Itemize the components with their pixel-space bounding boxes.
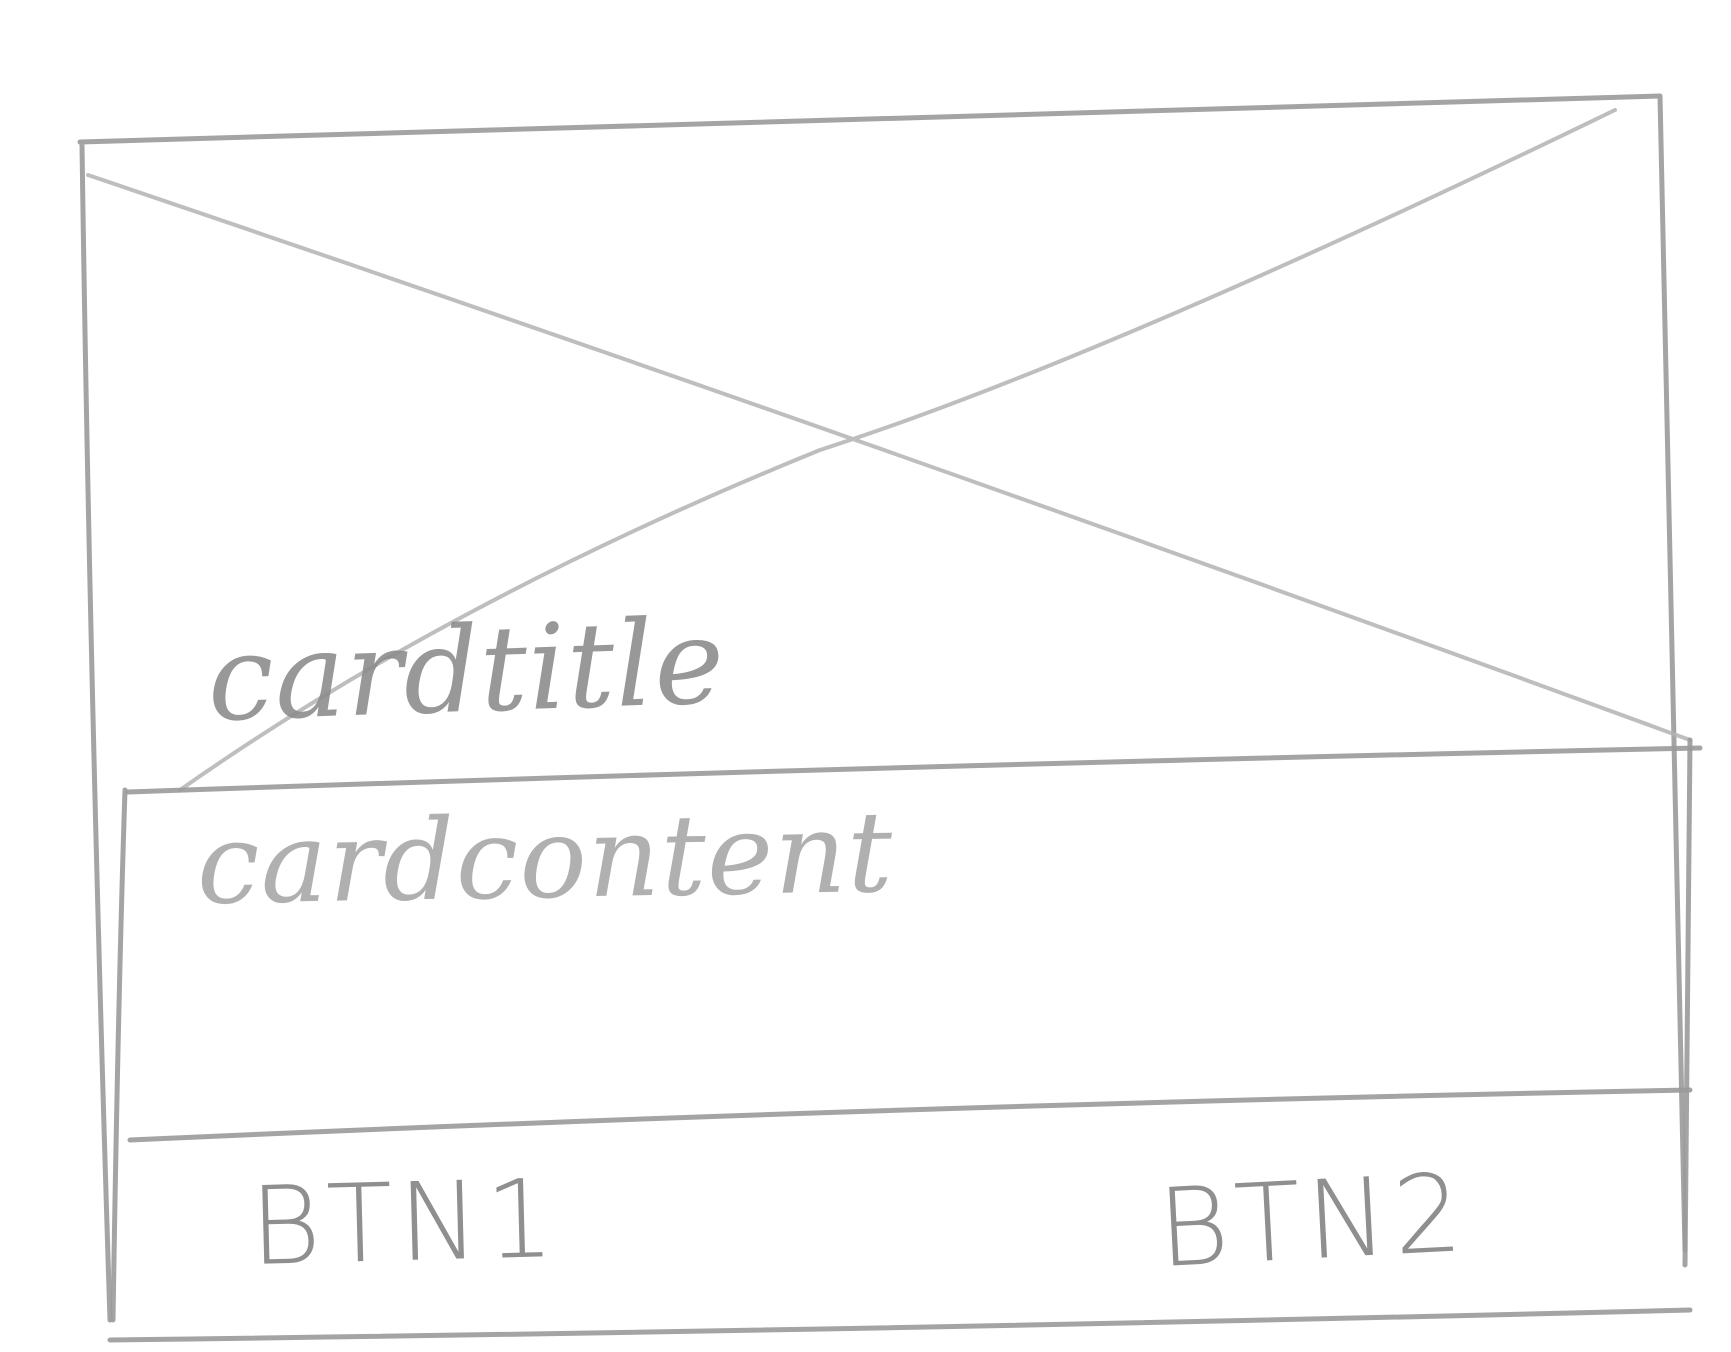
divider-top xyxy=(125,745,1703,795)
image-placeholder-cross xyxy=(86,108,1692,792)
content-right-edge xyxy=(1682,737,1693,1268)
divider-actions xyxy=(127,1087,1693,1143)
btn1-button[interactable]: BTN1 xyxy=(248,1156,562,1291)
btn2-button[interactable]: BTN2 xyxy=(1154,1150,1472,1293)
card-title: cardtitle xyxy=(205,592,728,748)
card-border xyxy=(77,93,1693,1343)
content-left-edge xyxy=(110,787,128,1323)
card-content: cardcontent xyxy=(195,787,895,930)
